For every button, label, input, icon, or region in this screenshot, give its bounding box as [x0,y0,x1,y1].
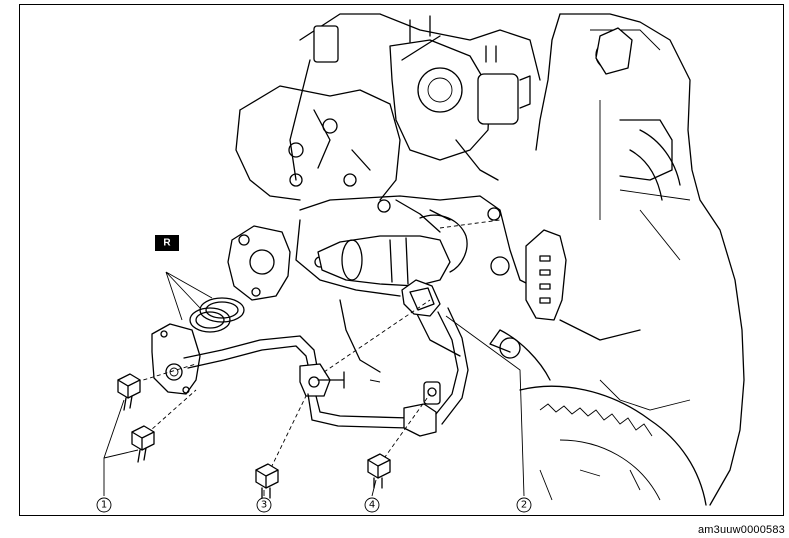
callout-4-label: 4 [369,500,375,511]
engine-block-outline [227,13,745,506]
callout-2-label: 2 [521,500,527,511]
callout-1: 1 [96,497,112,513]
callout-3-label: 3 [261,500,267,511]
bolt-3 [255,463,279,499]
bolt-1b [131,425,155,463]
replace-mark-text: R [163,238,171,249]
callout-3: 3 [256,497,272,513]
bolt-4 [367,453,391,489]
callout-4: 4 [364,497,380,513]
alignment-dashes [129,219,501,475]
bolt-1a [117,373,141,411]
replace-mark-badge: R [155,235,179,251]
leader-lines [103,315,525,497]
water-pipe-assembly [151,279,469,437]
document-code: am3uuw0000583 [697,524,785,536]
callout-1-label: 1 [101,500,107,511]
callout-2: 2 [516,497,532,513]
o-ring-set [165,271,245,333]
